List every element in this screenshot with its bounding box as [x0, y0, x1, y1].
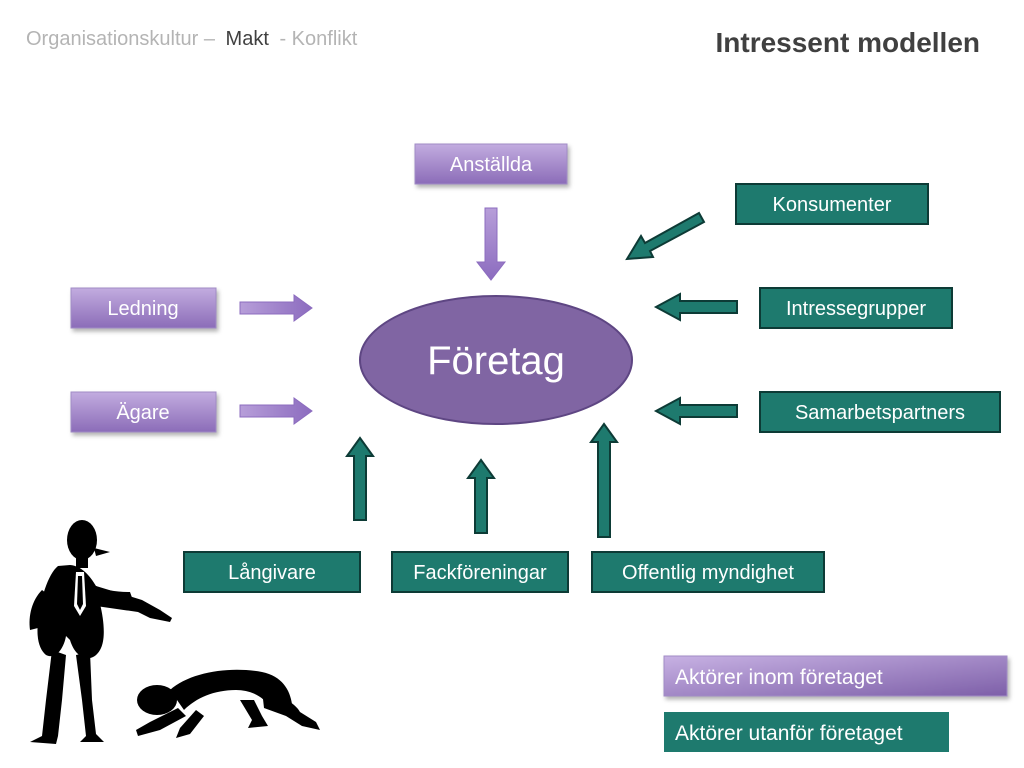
offentlig-box: Offentlig myndighet — [591, 551, 825, 593]
arrow-langivare — [345, 436, 375, 521]
samarbetspartners-box: Samarbetspartners — [759, 391, 1001, 433]
agare-box: Ägare — [70, 391, 217, 433]
intressegrupper-label: Intressegrupper — [786, 298, 926, 320]
anstallda-label: Anställda — [450, 154, 533, 176]
legend-inside: Aktörer inom företaget — [663, 655, 1008, 697]
fackforeningar-box: Fackföreningar — [391, 551, 569, 593]
ledning-label: Ledning — [107, 298, 178, 320]
legend-outside: Aktörer utanför företaget — [664, 712, 949, 752]
ledning-box: Ledning — [70, 287, 217, 329]
konsumenter-box: Konsumenter — [735, 183, 929, 225]
offentlig-label: Offentlig myndighet — [622, 562, 794, 584]
breadcrumb-makt: Makt — [226, 28, 270, 50]
arrow-agare — [239, 397, 313, 425]
anstallda-box: Anställda — [414, 143, 568, 185]
legend-outside-label: Aktörer utanför företaget — [675, 722, 903, 745]
arrow-fackforeningar — [466, 458, 496, 534]
fackforeningar-label: Fackföreningar — [413, 562, 547, 584]
konsumenter-label: Konsumenter — [773, 194, 892, 216]
foretag-node: Företag — [359, 295, 633, 425]
intressegrupper-box: Intressegrupper — [759, 287, 953, 329]
langivare-box: Långivare — [183, 551, 361, 593]
agare-label: Ägare — [116, 402, 169, 424]
legend-inside-label: Aktörer inom företaget — [675, 666, 883, 689]
arrow-konsumenter — [625, 211, 706, 261]
boss-and-kneeling-person-illustration — [29, 520, 320, 744]
arrow-ledning — [239, 294, 313, 322]
breadcrumb: Organisationskultur – Makt - Konflikt — [26, 28, 358, 50]
arrow-intressegrupper — [653, 292, 738, 322]
breadcrumb-konflikt: - Konflikt — [279, 28, 357, 50]
arrow-anstallda — [475, 207, 507, 281]
breadcrumb-organisationskultur: Organisationskultur – — [26, 28, 216, 50]
foretag-label: Företag — [427, 339, 565, 383]
langivare-label: Långivare — [228, 562, 316, 584]
page-title: Intressent modellen — [715, 27, 980, 58]
arrow-samarbetspartners — [653, 396, 738, 426]
standing-boss-figure — [29, 520, 172, 744]
kneeling-figure — [136, 669, 320, 738]
arrow-offentlig — [589, 422, 619, 538]
samarbetspartners-label: Samarbetspartners — [795, 402, 965, 424]
